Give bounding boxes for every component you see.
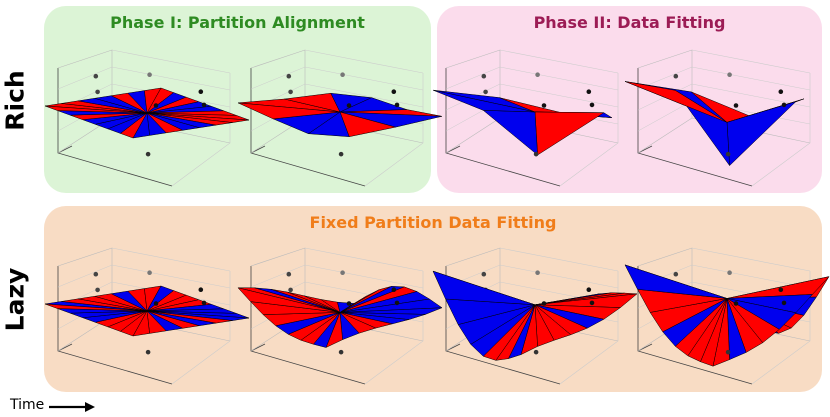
surface-plot-1 [44,49,250,187]
lazy-title: Fixed Partition Data Fitting [309,213,557,232]
row-label-lazy: Lazy [0,267,30,332]
time-arrow-icon [49,402,95,412]
surface-plot-3 [432,49,619,187]
surface-plot-5 [44,247,250,385]
time-label: Time [10,397,45,413]
phase2-title: Phase II: Data Fitting [533,13,726,32]
surface-plot-4 [624,49,811,187]
surface-plot-2 [237,49,443,187]
phase1-title: Phase I: Partition Alignment [110,13,365,32]
surface-plot-6 [237,247,443,385]
surface-plot-8 [624,247,830,385]
row-label-rich: Rich [0,70,30,131]
surface-plot-7 [432,247,638,385]
